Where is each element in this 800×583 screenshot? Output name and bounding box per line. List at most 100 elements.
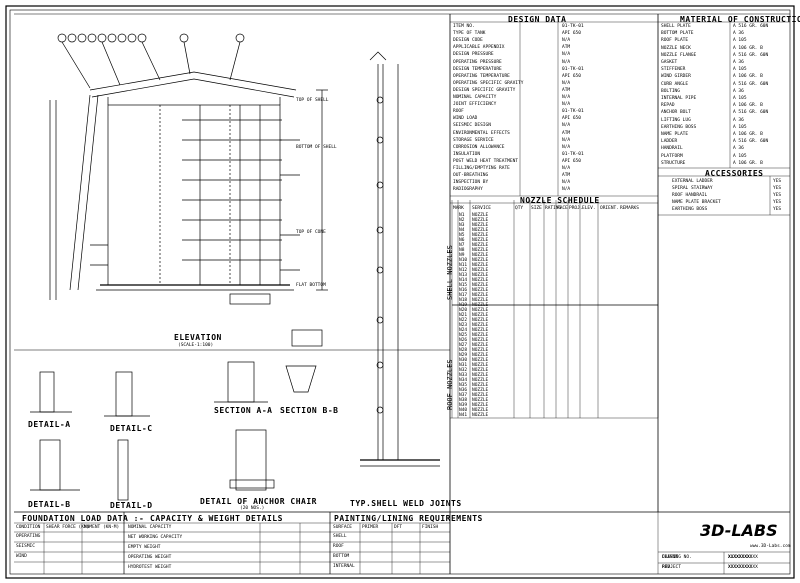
design-data-label: APPLICABLE APPENDIX [453, 45, 505, 51]
material-grid [658, 21, 790, 216]
nozzle-service: NOZZLE [472, 288, 489, 293]
title-block-value: XXXXXXXXXXX [728, 565, 758, 570]
painting-row-label: SHELL [333, 534, 347, 539]
nozzle-mark: N26 [459, 338, 468, 343]
nozzle-mark: N19 [459, 303, 468, 308]
nozzle-mark: N40 [459, 408, 468, 413]
title-block-label: PROJECT [662, 565, 681, 570]
nozzle-service: NOZZLE [472, 303, 489, 308]
nozzle-mark: N24 [459, 328, 468, 333]
title-block-value: XXXXXXXXX [728, 565, 753, 570]
design-data-label: INSULATION [453, 151, 481, 157]
nozzle-mark: N27 [459, 343, 468, 348]
accessory-label: EXTERNAL LADDER [672, 179, 713, 184]
accessory-value: YES [773, 179, 782, 184]
material-label: NAME PLATE [661, 132, 689, 137]
elevation-label: TOP OF SHELL [296, 98, 329, 103]
nozzle-mark: N11 [459, 263, 468, 268]
nozzle-service: NOZZLE [472, 213, 489, 218]
design-data-label: SEISMIC DESIGN [453, 123, 491, 129]
nozzle-service: NOZZLE [472, 408, 489, 413]
nozzle-mark: N10 [459, 258, 468, 263]
typ-shell-weld-title: TYP.SHELL WELD JOINTS [350, 499, 462, 508]
nozzle-mark: N5 [459, 233, 465, 238]
accessory-label: SPIRAL STAIRWAY [672, 186, 713, 191]
detail-anchor-title: DETAIL OF ANCHOR CHAIR [200, 497, 317, 506]
nozzle-service: NOZZLE [472, 393, 489, 398]
nozzle-service: NOZZLE [472, 323, 489, 328]
nozzle-service: NOZZLE [472, 263, 489, 268]
design-data-value: API 650 [562, 158, 581, 164]
design-data-label: WIND LOAD [453, 116, 478, 122]
design-data-value: N/A [562, 95, 571, 100]
design-data-value: 01-TK-01 [562, 109, 584, 115]
design-data-value: N/A [562, 187, 571, 193]
design-data-value: API 650 [562, 73, 581, 79]
material-label: CURB ANGLE [661, 81, 689, 87]
nozzle-service: NOZZLE [472, 338, 489, 343]
nozzle-service: NOZZLE [472, 358, 489, 363]
accessory-value: YES [773, 207, 782, 212]
nozzle-mark: N9 [459, 253, 465, 258]
detail-drawings [30, 361, 317, 501]
nozzle-schedule-grid [450, 200, 659, 419]
accessories-heading: ACCESSORIES [705, 169, 764, 178]
design-data-label: TYPE OF TANK [453, 31, 486, 37]
material-label: EARTHING BOSS [661, 124, 697, 130]
elevation-label: BOTTOM OF SHELL [296, 145, 337, 150]
material-value: A 516 GR. 60N [733, 139, 769, 145]
design-data-grid [450, 21, 658, 204]
design-data-label: INSPECTION BY [453, 180, 489, 186]
accessory-label: ROOF HANDRAIL [672, 193, 708, 198]
design-data-label: POST WELD HEAT TREATMENT [453, 158, 519, 164]
nozzle-mark: N39 [459, 403, 468, 408]
nozzle-service: NOZZLE [472, 398, 489, 403]
material-value: A 36 [733, 146, 744, 152]
accessory-label: NAME PLATE BRACKET [672, 200, 721, 205]
material-value: A 36 [733, 31, 744, 37]
nozzle-service: NOZZLE [472, 293, 489, 298]
nozzle-service: NOZZLE [472, 278, 489, 283]
nozzle-mark: N41 [459, 413, 468, 418]
title-block-label: DRAWING NO. [662, 555, 692, 560]
nozzle-mark: N25 [459, 333, 468, 338]
design-data-label: ENVIRONMENTAL EFFECTS [453, 130, 510, 136]
detail-c-title: DETAIL-C [110, 424, 153, 433]
detail-a-title: DETAIL-A [28, 420, 71, 429]
material-label: PLATFORM [661, 153, 683, 159]
nozzle-service: NOZZLE [472, 413, 489, 418]
company-logo: 3D-LABS [700, 521, 778, 540]
nozzle-mark: N22 [459, 318, 468, 323]
material-value: A 105 [733, 67, 747, 73]
material-value: A 36 [733, 117, 744, 123]
elevation-label: TOP OF CONE [296, 230, 326, 235]
nozzle-service: NOZZLE [472, 318, 489, 323]
design-data-label: RADIOGRAPHY [453, 187, 483, 193]
nozzle-mark: N32 [459, 368, 468, 373]
elevation-title: ELEVATION [174, 333, 222, 342]
material-label: NOZZLE FLANGE [661, 52, 697, 58]
painting-column-header: PRIMER [362, 525, 379, 530]
material-label: REPAD [661, 103, 675, 109]
material-value: A 516 GR. 60N [733, 52, 769, 58]
nozzle-service: NOZZLE [472, 248, 489, 253]
nozzle-service: NOZZLE [472, 348, 489, 353]
title-block-value: X.XXXXXX [728, 555, 750, 560]
design-data-label: JOINT EFFICIENCY [453, 102, 497, 108]
nozzle-mark: N13 [459, 273, 468, 278]
nozzle-service: NOZZLE [472, 223, 489, 228]
nozzle-service: NOZZLE [472, 328, 489, 333]
bottom-tables-grid [14, 512, 790, 574]
nozzle-service: NOZZLE [472, 238, 489, 243]
painting-column-header: DFT [394, 525, 403, 530]
design-data-value: N/A [562, 180, 571, 186]
capacity-row-label: OPERATING WEIGHT [128, 555, 172, 560]
nozzle-mark: N16 [459, 288, 468, 293]
nozzle-mark: N4 [459, 228, 465, 233]
design-data-label: NOMINAL CAPACITY [453, 95, 497, 100]
foundation-column-header: CONDITION [16, 525, 41, 530]
title-block-value: XXXXXXXXX [728, 555, 753, 560]
material-label: ROOF PLATE [661, 38, 689, 44]
design-data-value: N/A [562, 80, 571, 86]
